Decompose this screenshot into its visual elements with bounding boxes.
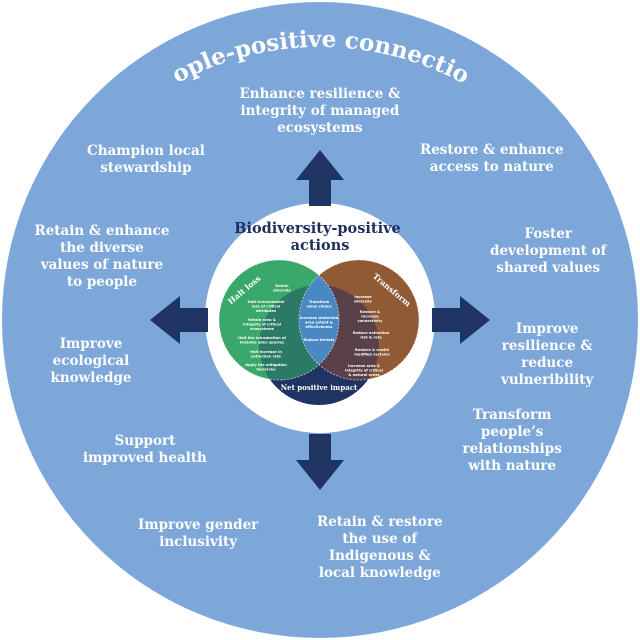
- net-positive-label: Net positive impact: [281, 383, 358, 392]
- venn-diagram: Halt loss Transform Net positive impact …: [218, 259, 420, 405]
- arrow-up-icon: [296, 150, 344, 206]
- arrow-down-icon: [296, 434, 344, 490]
- shared-action-3: Reduce threats: [304, 338, 335, 342]
- inner-title: Biodiversity-positive actions: [234, 220, 406, 254]
- arrow-right-icon: [432, 296, 490, 344]
- enhance-resilience-label: Enhance resilience &integrity of managed…: [239, 86, 401, 136]
- arrow-left-icon: [150, 296, 208, 344]
- transform-action-5: Increase area &integrity of critical& na…: [345, 364, 383, 377]
